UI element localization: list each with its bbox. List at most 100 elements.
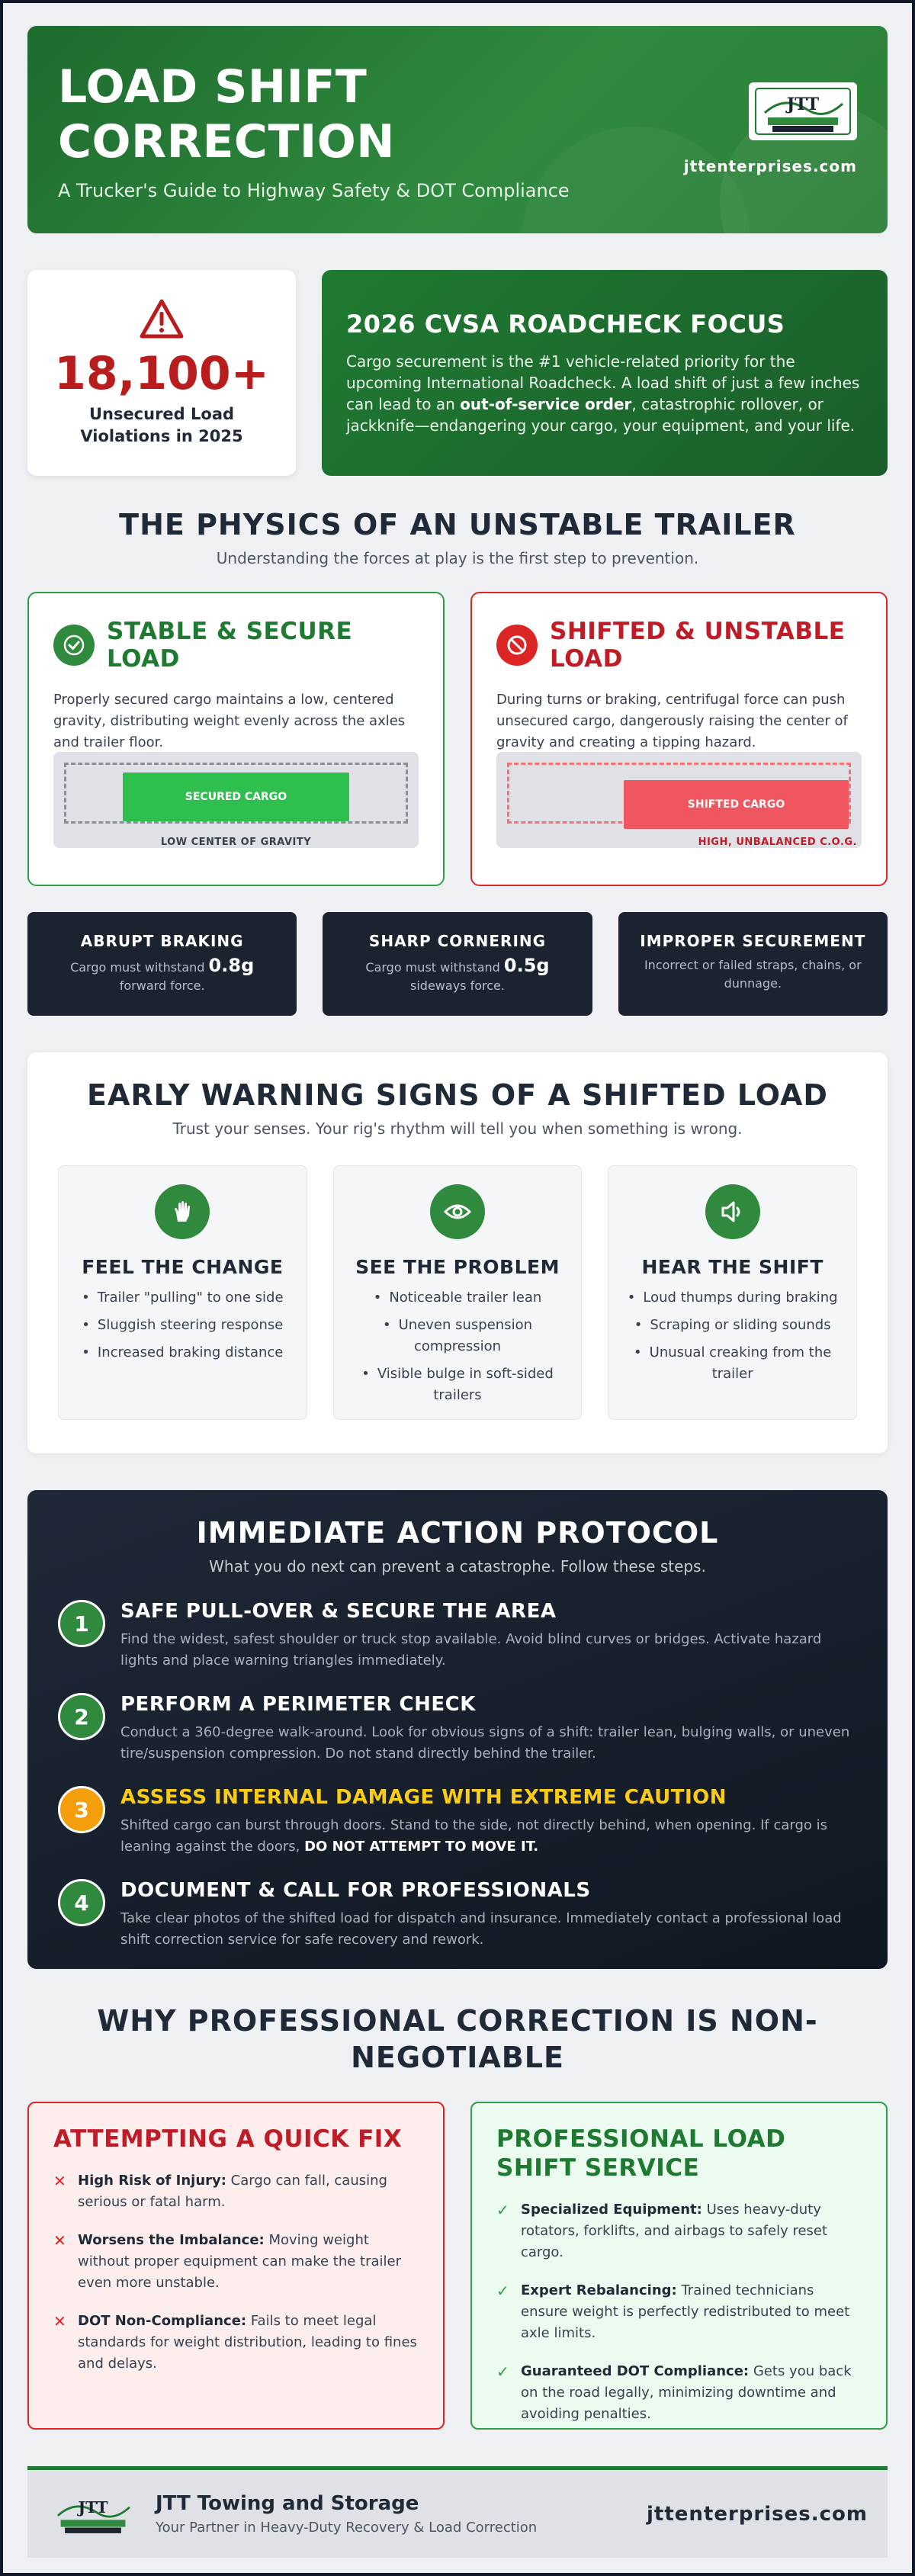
force-card-securement: IMPROPER SECUREMENT Incorrect or failed … bbox=[618, 912, 888, 1016]
force-card-cornering: SHARP CORNERING Cargo must withstand 0.5… bbox=[323, 912, 592, 1016]
list-item: ✕DOT Non-Compliance: Fails to meet legal… bbox=[53, 2311, 419, 2375]
protocol-step: 4 DOCUMENT & CALL FOR PROFESSIONALS Take… bbox=[58, 1879, 857, 1951]
eye-icon bbox=[430, 1184, 485, 1239]
shifted-caption: HIGH, UNBALANCED C.O.G. bbox=[698, 837, 857, 848]
list-item: Increased braking distance bbox=[77, 1342, 288, 1363]
step-title: ASSESS INTERNAL DAMAGE WITH EXTREME CAUT… bbox=[120, 1786, 727, 1809]
professional-service-card: PROFESSIONAL LOAD SHIFT SERVICE ✓Special… bbox=[470, 2102, 888, 2430]
list-item: ✓Specialized Equipment: Uses heavy-duty … bbox=[496, 2199, 862, 2263]
list-item: Scraping or sliding sounds bbox=[627, 1315, 838, 1336]
protocol-subtitle: What you do next can prevent a catastrop… bbox=[209, 1557, 706, 1575]
warning-card-title: FEEL THE CHANGE bbox=[82, 1256, 284, 1278]
x-mark-icon: ✕ bbox=[53, 2312, 66, 2330]
stable-text: Properly secured cargo maintains a low, … bbox=[53, 692, 406, 750]
step-title: DOCUMENT & CALL FOR PROFESSIONALS bbox=[120, 1879, 591, 1902]
force-desc: Cargo must withstand 0.8g forward force. bbox=[70, 955, 255, 993]
warning-card-hear: HEAR THE SHIFT Loud thumps during brakin… bbox=[608, 1165, 858, 1420]
x-mark-icon: ✕ bbox=[53, 2231, 66, 2250]
step-number: 4 bbox=[58, 1879, 105, 1926]
step-number: 1 bbox=[58, 1600, 105, 1647]
hero-banner: LOAD SHIFT CORRECTION A Trucker's Guide … bbox=[27, 26, 888, 233]
warning-triangle-icon bbox=[140, 299, 184, 339]
list-item: Noticeable trailer lean bbox=[352, 1287, 563, 1309]
professional-title: PROFESSIONAL LOAD SHIFT SERVICE bbox=[496, 2125, 786, 2182]
protocol-step-caution: 3 ASSESS INTERNAL DAMAGE WITH EXTREME CA… bbox=[58, 1786, 857, 1858]
warning-card-feel: FEEL THE CHANGE Trailer "pulling" to one… bbox=[58, 1165, 307, 1420]
quick-fix-title: ATTEMPTING A QUICK FIX bbox=[53, 2125, 403, 2153]
quick-fix-card: ATTEMPTING A QUICK FIX ✕High Risk of Inj… bbox=[27, 2102, 445, 2430]
check-circle-icon bbox=[53, 625, 95, 666]
shifted-trailer-diagram: SHIFTED CARGO HIGH, UNBALANCED C.O.G. bbox=[496, 752, 862, 848]
check-mark-icon: ✓ bbox=[496, 2282, 509, 2300]
force-card-braking: ABRUPT BRAKING Cargo must withstand 0.8g… bbox=[27, 912, 297, 1016]
force-title: IMPROPER SECUREMENT bbox=[640, 932, 866, 950]
focus-title: 2026 CVSA ROADCHECK FOCUS bbox=[346, 310, 785, 339]
stable-trailer-diagram: SECURED CARGO LOW CENTER OF GRAVITY bbox=[53, 752, 419, 848]
physics-subtitle: Understanding the forces at play is the … bbox=[216, 549, 699, 567]
warning-card-see: SEE THE PROBLEM Noticeable trailer lean … bbox=[332, 1165, 583, 1420]
protocol-step: 1 SAFE PULL-OVER & SECURE THE AREA Find … bbox=[58, 1600, 857, 1672]
list-item: Unusual creaking from the trailer bbox=[627, 1342, 838, 1385]
footer: JTT JTT Towing and Storage Your Partner … bbox=[27, 2466, 888, 2558]
why-professional-section: WHY PROFESSIONAL CORRECTION IS NON-NEGOT… bbox=[27, 2003, 888, 2430]
stable-title: STABLE & SECURE LOAD bbox=[107, 618, 353, 673]
focus-text: Cargo securement is the #1 vehicle-relat… bbox=[346, 352, 860, 435]
shifted-text: During turns or braking, centrifugal for… bbox=[496, 692, 848, 750]
list-item: ✓Guaranteed DOT Compliance: Gets you bac… bbox=[496, 2361, 862, 2425]
why-title: WHY PROFESSIONAL CORRECTION IS NON-NEGOT… bbox=[97, 2004, 818, 2074]
list-item: Visible bulge in soft-sided trailers bbox=[352, 1363, 563, 1406]
protocol-step: 2 PERFORM A PERIMETER CHECK Conduct a 36… bbox=[58, 1693, 857, 1765]
list-item: ✓Expert Rebalancing: Trained technicians… bbox=[496, 2280, 862, 2344]
svg-text:JTT: JTT bbox=[76, 2498, 108, 2517]
physics-section: THE PHYSICS OF AN UNSTABLE TRAILER Under… bbox=[27, 508, 888, 1016]
protocol-title: IMMEDIATE ACTION PROTOCOL bbox=[196, 1516, 719, 1550]
stable-caption: LOW CENTER OF GRAVITY bbox=[160, 837, 312, 848]
step-title: PERFORM A PERIMETER CHECK bbox=[120, 1693, 476, 1716]
company-logo: JTT bbox=[749, 82, 857, 140]
stable-load-card: STABLE & SECURE LOAD Properly secured ca… bbox=[27, 592, 445, 886]
hero-website[interactable]: jttenterprises.com bbox=[683, 157, 857, 175]
prohibited-icon bbox=[496, 625, 538, 666]
check-mark-icon: ✓ bbox=[496, 2362, 509, 2381]
force-title: ABRUPT BRAKING bbox=[80, 932, 244, 950]
warning-subtitle: Trust your senses. Your rig's rhythm wil… bbox=[172, 1119, 743, 1138]
step-text: Shifted cargo can burst through doors. S… bbox=[120, 1817, 827, 1855]
warning-signs-section: EARLY WARNING SIGNS OF A SHIFTED LOAD Tr… bbox=[27, 1052, 888, 1453]
step-text: Conduct a 360-degree walk-around. Look f… bbox=[120, 1724, 850, 1762]
list-item: Loud thumps during braking bbox=[627, 1287, 838, 1309]
secured-cargo-block: SECURED CARGO bbox=[123, 772, 349, 821]
list-item: Sluggish steering response bbox=[77, 1315, 288, 1336]
violations-number: 18,100+ bbox=[54, 347, 269, 400]
action-protocol-section: IMMEDIATE ACTION PROTOCOL What you do ne… bbox=[27, 1490, 888, 1969]
force-title: SHARP CORNERING bbox=[368, 932, 547, 950]
svg-text:JTT: JTT bbox=[785, 95, 820, 114]
list-item: Trailer "pulling" to one side bbox=[77, 1287, 288, 1309]
hand-icon bbox=[155, 1184, 210, 1239]
list-item: ✕Worsens the Imbalance: Moving weight wi… bbox=[53, 2230, 419, 2294]
list-item: ✕High Risk of Injury: Cargo can fall, ca… bbox=[53, 2170, 419, 2213]
physics-title: THE PHYSICS OF AN UNSTABLE TRAILER bbox=[119, 508, 796, 541]
shifted-load-card: SHIFTED & UNSTABLE LOAD During turns or … bbox=[470, 592, 888, 886]
step-text: Take clear photos of the shifted load fo… bbox=[120, 1910, 842, 1948]
list-item: Uneven suspension compression bbox=[352, 1315, 563, 1357]
step-number: 2 bbox=[58, 1693, 105, 1740]
hero-subtitle: A Trucker's Guide to Highway Safety & DO… bbox=[58, 180, 570, 201]
x-mark-icon: ✕ bbox=[53, 2172, 66, 2190]
footer-tagline: Your Partner in Heavy-Duty Recovery & Lo… bbox=[156, 2520, 538, 2536]
step-title: SAFE PULL-OVER & SECURE THE AREA bbox=[120, 1600, 557, 1623]
warning-card-title: SEE THE PROBLEM bbox=[355, 1256, 560, 1278]
warning-card-title: HEAR THE SHIFT bbox=[641, 1256, 824, 1278]
shifted-title: SHIFTED & UNSTABLE LOAD bbox=[550, 618, 846, 673]
speaker-icon bbox=[705, 1184, 760, 1239]
footer-website-link[interactable]: jttenterprises.com bbox=[647, 2502, 868, 2526]
step-number: 3 bbox=[58, 1786, 105, 1833]
warning-title: EARLY WARNING SIGNS OF A SHIFTED LOAD bbox=[87, 1078, 828, 1112]
roadcheck-focus-card: 2026 CVSA ROADCHECK FOCUS Cargo secureme… bbox=[322, 270, 888, 476]
hero-title: LOAD SHIFT CORRECTION bbox=[58, 60, 395, 169]
footer-logo: JTT bbox=[47, 2490, 139, 2539]
shifted-cargo-block: SHIFTED CARGO bbox=[624, 780, 849, 829]
check-mark-icon: ✓ bbox=[496, 2201, 509, 2219]
footer-company-name: JTT Towing and Storage bbox=[156, 2492, 419, 2515]
